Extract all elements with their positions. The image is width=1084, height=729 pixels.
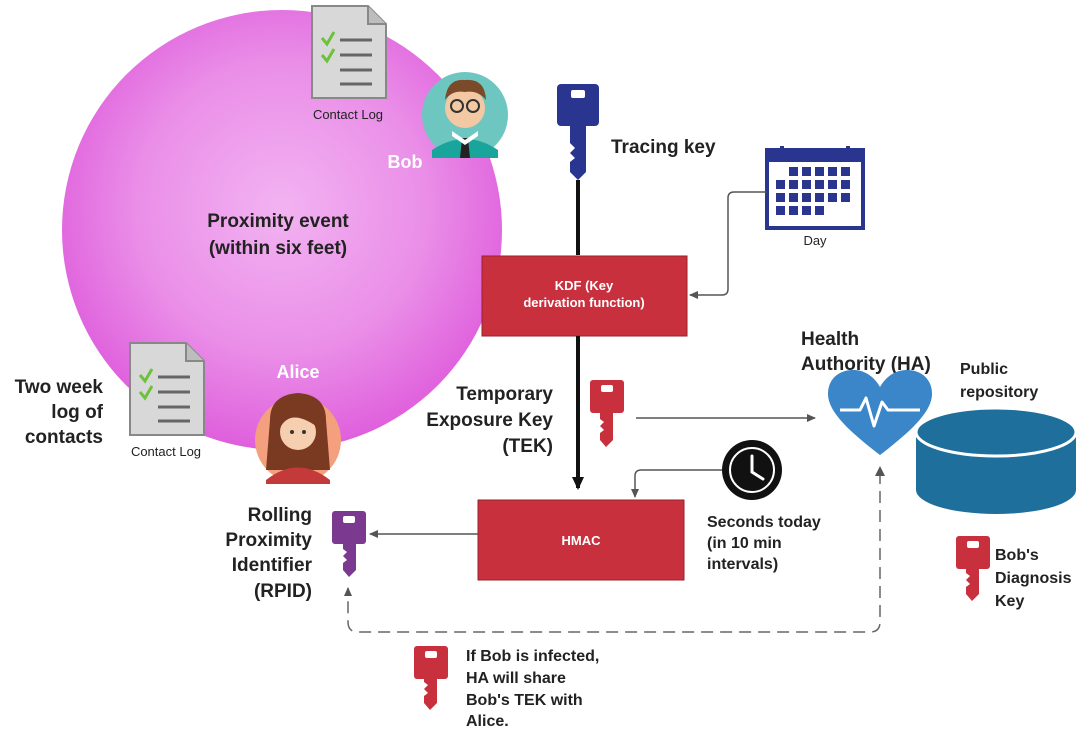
tracing-key-label: Tracing key — [611, 137, 716, 158]
two-week-log-line1: Two week — [15, 377, 104, 398]
alice-label: Alice — [276, 362, 319, 382]
hmac-box-label: HMAC — [562, 533, 602, 548]
diagnosis-key-line3: Key — [995, 593, 1024, 610]
alice-avatar — [255, 393, 341, 484]
repository-label-line2: repository — [960, 384, 1038, 401]
proximity-label-line1: Proximity event — [207, 211, 349, 232]
rpid-label-line1: Rolling — [248, 505, 312, 526]
proximity-label-line2: (within six feet) — [209, 238, 347, 259]
calendar-icon — [765, 146, 865, 230]
bob-avatar — [422, 72, 508, 158]
contact-log-label-top: Contact Log — [313, 107, 383, 122]
document-icon-left — [129, 342, 205, 436]
diagnosis-key-line2: Diagnosis — [995, 570, 1072, 587]
tek-label-line1: Temporary — [456, 384, 553, 405]
checkmark-icon — [320, 31, 336, 47]
infected-note-line2: HA will share — [466, 670, 566, 687]
proximity-circle — [62, 10, 502, 450]
tek-label-line3: (TEK) — [502, 436, 553, 457]
repository-label-line1: Public — [960, 361, 1008, 378]
infected-note-line1: If Bob is infected, — [466, 648, 599, 665]
connector-clock-to-hmac — [631, 469, 722, 498]
clock-label-line2: (in 10 min — [707, 535, 782, 552]
infected-note-key-icon — [414, 646, 448, 710]
clock-label-line1: Seconds today — [707, 514, 821, 531]
database-icon — [914, 406, 1078, 514]
clock-label-line3: intervals) — [707, 556, 778, 573]
diagnosis-key-line1: Bob's — [995, 547, 1039, 564]
connector-calendar-to-kdf — [689, 191, 767, 299]
kdf-box-line1: KDF (Key — [555, 278, 614, 293]
infected-note-line4: Alice. — [466, 713, 509, 729]
contact-log-label-left: Contact Log — [131, 444, 201, 459]
rpid-label-line3: Identifier — [232, 555, 313, 576]
rpid-label-line4: (RPID) — [254, 581, 312, 602]
infected-note-line3: Bob's TEK with — [466, 692, 583, 709]
checkmark-icon — [320, 48, 336, 64]
two-week-log-line3: contacts — [25, 427, 103, 448]
tek-key-icon — [590, 380, 624, 447]
tracing-key-icon — [557, 84, 599, 180]
tek-label-line2: Exposure Key — [426, 410, 553, 431]
document-icon-top — [311, 5, 387, 99]
kdf-box-line2: derivation function) — [523, 295, 644, 310]
kdf-box — [481, 255, 688, 337]
connector-dashed-arrow-up — [875, 466, 885, 476]
clock-icon — [722, 440, 782, 500]
calendar-label: Day — [803, 233, 827, 248]
rpid-label-line2: Proximity — [225, 530, 312, 551]
two-week-log-line2: log of — [51, 402, 103, 423]
rpid-key-icon — [332, 511, 366, 577]
hmac-box — [477, 499, 685, 581]
bob-label: Bob — [388, 152, 423, 172]
checkmark-icon — [138, 368, 154, 384]
ha-label-line1: Health — [801, 329, 859, 350]
ha-label-line2: Authority (HA) — [801, 354, 931, 375]
heart-icon — [828, 370, 932, 455]
diagnosis-key-icon — [956, 536, 990, 601]
connector-ha-to-rpid-dashed — [344, 472, 881, 633]
checkmark-icon — [138, 385, 154, 401]
